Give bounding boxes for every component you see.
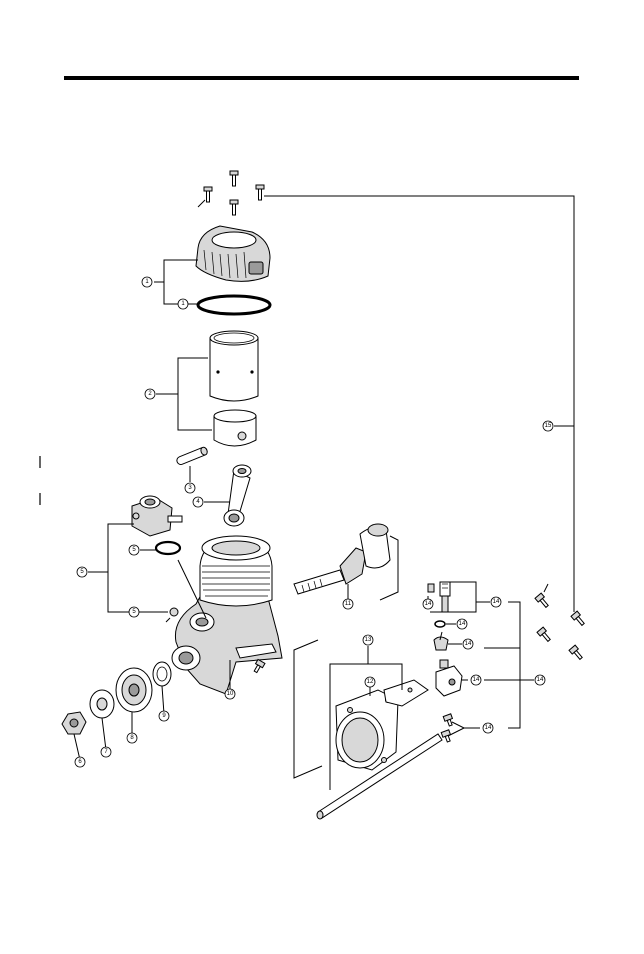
svg-text:11: 11 (345, 601, 352, 607)
svg-text:5: 5 (132, 547, 136, 553)
crankshaft-bracket (379, 535, 399, 601)
callout-14e: 14 (470, 674, 482, 686)
callout-9: 9 (158, 710, 170, 722)
piston-pin (176, 446, 208, 465)
svg-text:14: 14 (459, 621, 466, 627)
muffler-bracket-line (293, 639, 323, 779)
piston (213, 409, 257, 447)
muffler-long-bolt (316, 733, 443, 820)
callout-14c: 14 (456, 618, 468, 630)
leader-lines (73, 195, 575, 790)
head-gasket (196, 294, 272, 316)
needle-o-ring (434, 620, 446, 628)
svg-text:8: 8 (130, 735, 134, 741)
svg-text:10: 10 (227, 691, 234, 697)
svg-text:14: 14 (537, 677, 544, 683)
prop-washer (89, 689, 115, 719)
callout-5b: 5 (76, 566, 88, 578)
svg-text:15: 15 (545, 423, 552, 429)
callout-5c: 5 (128, 606, 140, 618)
callout-14b: 14 (490, 596, 502, 608)
header-rule (64, 76, 579, 80)
callout-8: 8 (126, 732, 138, 744)
thrust-washer (152, 661, 172, 687)
callout-14d: 14 (462, 638, 474, 650)
backplate-screws (534, 583, 585, 661)
svg-text:6: 6 (78, 759, 82, 765)
callout-7: 7 (100, 746, 112, 758)
carburetor-o-ring (154, 540, 182, 556)
callout-4: 4 (192, 496, 204, 508)
crankcase (171, 535, 283, 695)
rear-housing (435, 659, 463, 697)
needle-screw (165, 607, 179, 623)
svg-text:14: 14 (425, 601, 432, 607)
crankshaft (293, 523, 391, 595)
callout-15: 15 (542, 420, 554, 432)
drive-hub (115, 667, 153, 713)
svg-text:12: 12 (367, 679, 374, 685)
svg-text:4: 4 (196, 499, 200, 505)
svg-text:2: 2 (148, 391, 152, 397)
carburetor (131, 495, 183, 537)
svg-text:14: 14 (465, 641, 472, 647)
connecting-rod (223, 464, 252, 527)
cylinder-liner (209, 330, 259, 402)
crankcase-screw (253, 658, 266, 674)
head-screws (197, 170, 265, 216)
cylinder-head (195, 225, 271, 282)
svg-text:9: 9 (162, 713, 166, 719)
svg-text:14: 14 (485, 725, 492, 731)
svg-text:1: 1 (145, 279, 149, 285)
needle-set-screw (427, 583, 435, 593)
needle-valve (439, 581, 451, 613)
svg-text:14: 14 (473, 677, 480, 683)
prop-nut (61, 711, 87, 735)
svg-text:13: 13 (365, 637, 372, 643)
callout-12: 12 (364, 676, 376, 688)
svg-text:14: 14 (493, 599, 500, 605)
svg-text:5: 5 (80, 569, 84, 575)
callout-2: 2 (144, 388, 156, 400)
callout-6: 6 (74, 756, 86, 768)
svg-text:1: 1 (181, 301, 185, 307)
callout-5a: 5 (128, 544, 140, 556)
callout-3: 3 (184, 482, 196, 494)
callout-14f: 14 (534, 674, 546, 686)
callout-10: 10 (224, 688, 236, 700)
svg-text:5: 5 (132, 609, 136, 615)
callout-14g: 14 (482, 722, 494, 734)
callout-14a: 14 (422, 598, 434, 610)
callout-13: 13 (362, 634, 374, 646)
svg-text:3: 3 (188, 485, 192, 491)
svg-text:7: 7 (104, 749, 108, 755)
muffler-bracket (383, 679, 429, 707)
callout-1a: 1 (141, 276, 153, 288)
rear-screws (440, 713, 454, 743)
callout-11: 11 (342, 598, 354, 610)
fuel-nipple (433, 631, 449, 651)
callout-1b: 1 (177, 298, 189, 310)
